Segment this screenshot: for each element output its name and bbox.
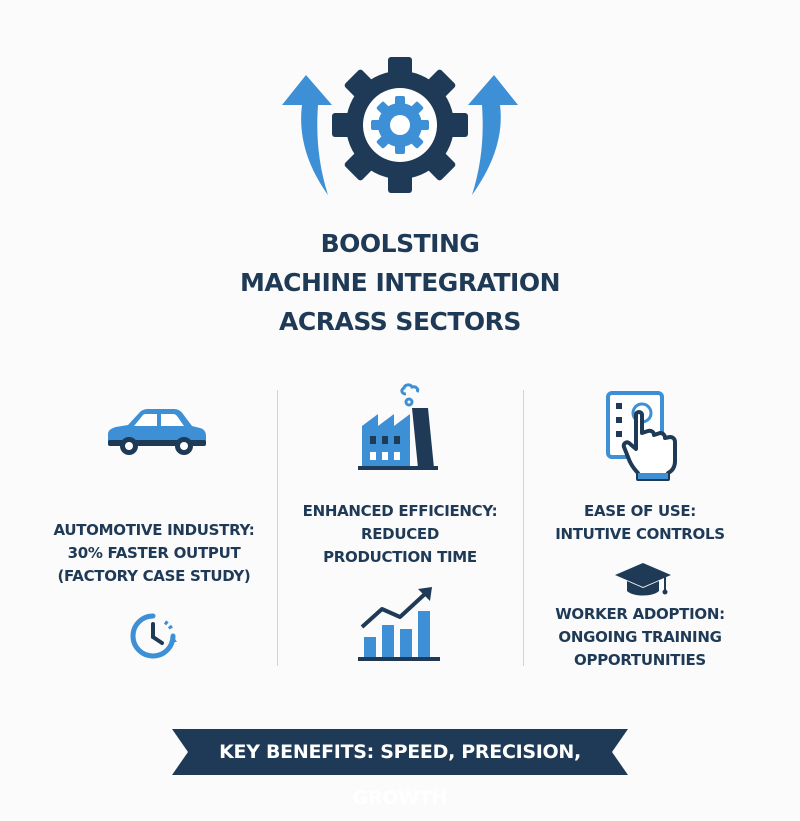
title-line-3: ACRASS SECTORS xyxy=(279,307,521,336)
car-icon xyxy=(108,409,206,455)
column-divider-left xyxy=(277,390,278,666)
efficiency-heading: ENHANCED EFFICIENCY: xyxy=(302,502,498,520)
column-ease-text: EASE OF USE: INTUTIVE CONTROLS xyxy=(530,500,750,546)
adoption-line-2: ONGOING TRAINING xyxy=(558,628,722,646)
up-arrow-left-icon xyxy=(282,75,332,195)
graduation-cap-icon xyxy=(615,563,671,596)
ease-heading: EASE OF USE: xyxy=(584,502,696,520)
banner-ribbon xyxy=(172,729,628,775)
automotive-heading: AUTOMOTIVE INDUSTRY: xyxy=(53,521,255,539)
adoption-heading: WORKER ADOPTION: xyxy=(555,605,725,623)
efficiency-line-2: REDUCED xyxy=(360,525,440,543)
column-automotive-text: AUTOMOTIVE INDUSTRY: 30% FASTER OUTPUT (… xyxy=(44,519,264,588)
title-line-1: BOOLSTING xyxy=(320,229,480,258)
automotive-source: (FACTORY CASE STUDY) xyxy=(57,567,251,585)
touch-panel-icon xyxy=(606,391,677,481)
title-line-2: MACHINE INTEGRATION xyxy=(239,268,561,297)
up-arrow-right-icon xyxy=(468,75,518,195)
ease-line-2: INTUTIVE CONTROLS xyxy=(555,525,725,543)
growth-chart-icon xyxy=(358,587,440,661)
column-adoption-text: WORKER ADOPTION: ONGOING TRAINING OPPORT… xyxy=(530,603,750,672)
automotive-stat: 30% FASTER OUTPUT xyxy=(67,544,241,562)
large-gear-icon xyxy=(332,57,468,193)
key-benefits-banner: KEY BENEFITS: SPEED, PRECISION, GROWTH xyxy=(219,741,581,809)
adoption-line-3: OPPORTUNITIES xyxy=(574,651,706,669)
column-efficiency-text: ENHANCED EFFICIENCY: REDUCED PRODUCTION … xyxy=(290,500,510,569)
column-divider-right xyxy=(523,390,524,666)
efficiency-line-3: PRODUCTION TIME xyxy=(323,548,477,566)
clock-icon xyxy=(130,613,177,659)
factory-icon xyxy=(358,383,438,470)
hero-gear-arrows-icon xyxy=(282,57,518,195)
